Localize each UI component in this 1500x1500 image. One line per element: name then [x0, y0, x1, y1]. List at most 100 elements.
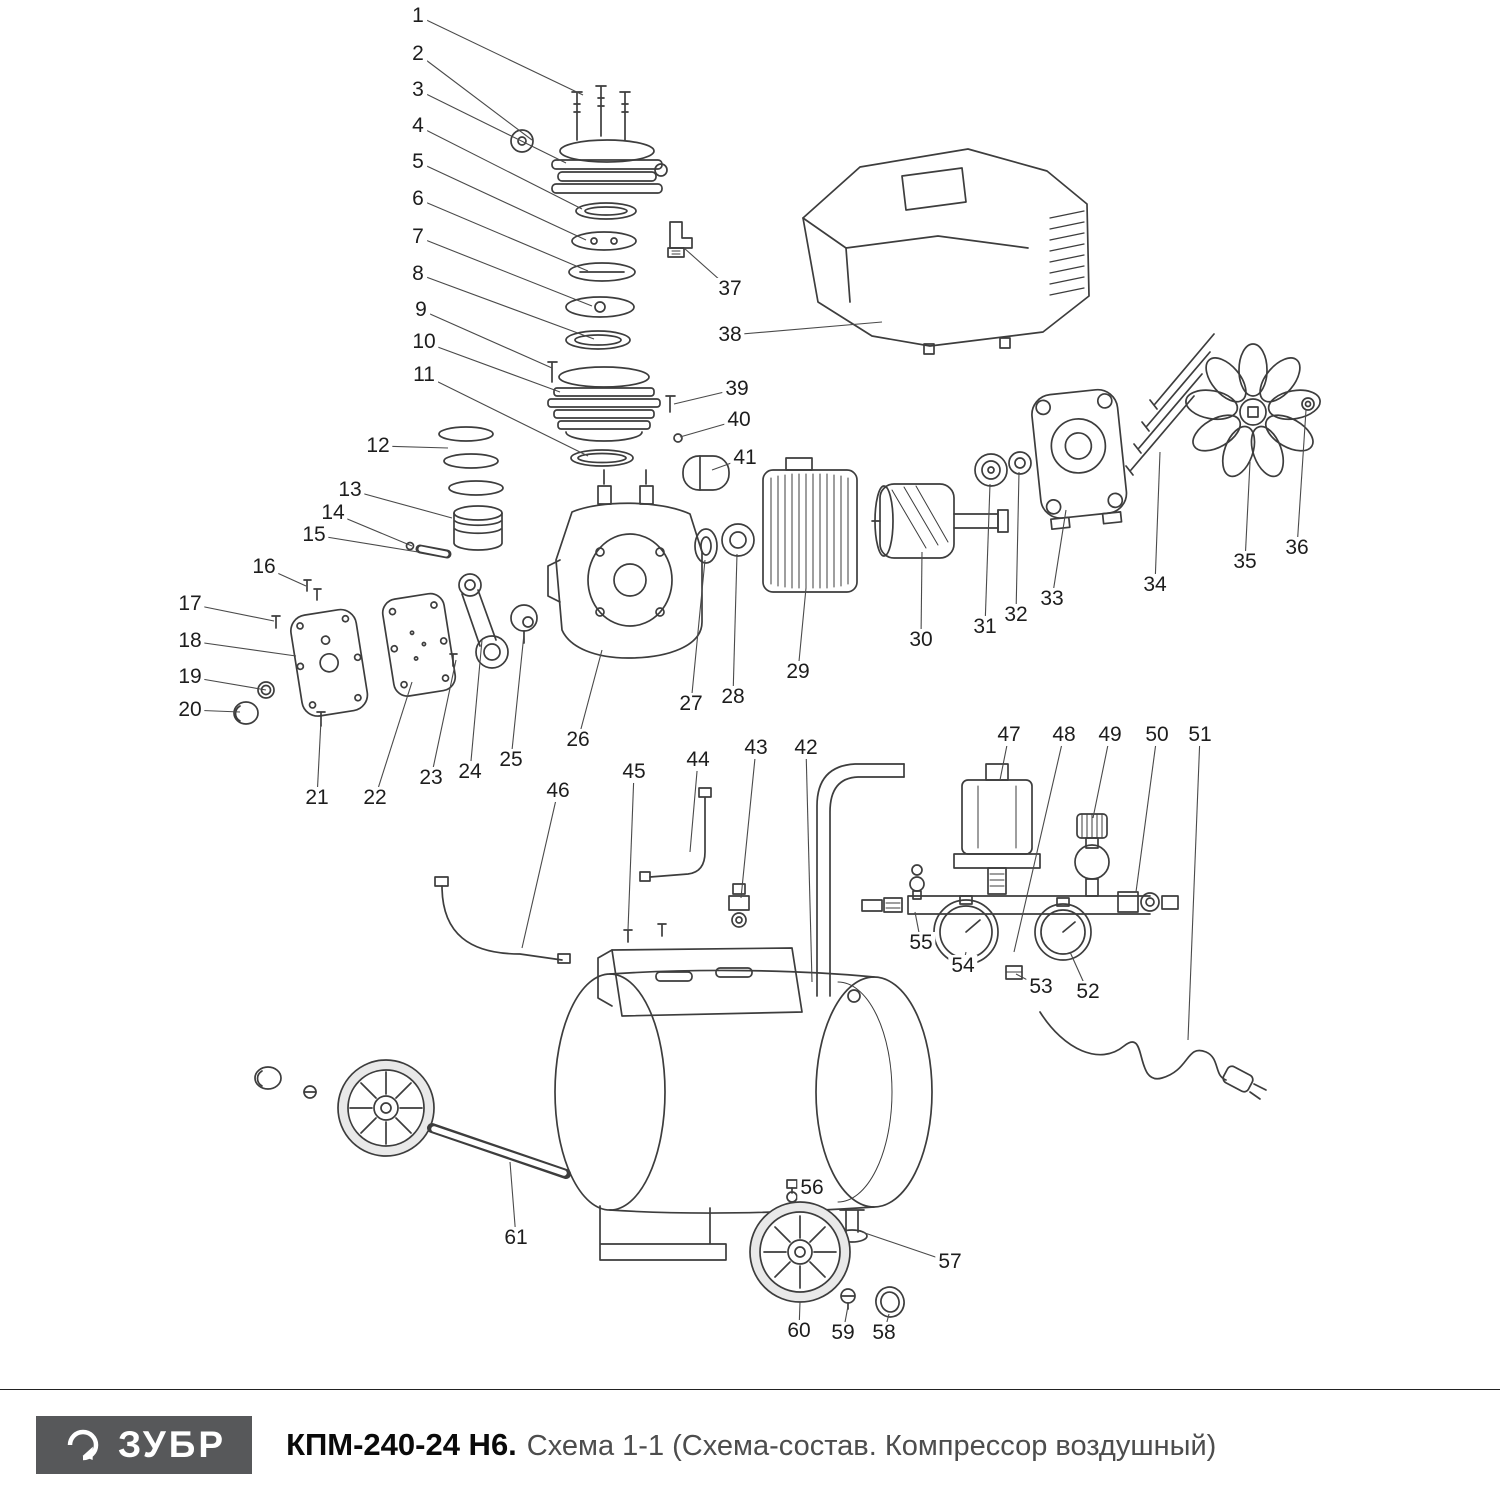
- part-number-52: 52: [1073, 980, 1103, 1004]
- drain-valve: [786, 1179, 798, 1203]
- bearing: [974, 451, 1032, 487]
- part-number-31: 31: [970, 615, 1000, 639]
- part-number-34: 34: [1140, 573, 1170, 597]
- piston-rings: [438, 426, 504, 496]
- part-number-22: 22: [360, 786, 390, 810]
- cover-gasket: [381, 592, 457, 697]
- part-number-47: 47: [994, 723, 1024, 747]
- shroud-cover: [802, 148, 1090, 355]
- part-number-1: 1: [409, 4, 427, 28]
- part-number-9: 9: [412, 298, 430, 322]
- cylinder-head: [551, 139, 668, 194]
- oil-plug-parts: [233, 681, 326, 727]
- part-number-44: 44: [683, 748, 713, 772]
- part-number-18: 18: [175, 629, 205, 653]
- model-number: КПМ-240-24 Н6.: [286, 1427, 517, 1462]
- fan-nut: [1301, 397, 1315, 411]
- motor-bolts: [1125, 333, 1215, 476]
- zubr-logo-text: ЗУБР: [118, 1424, 227, 1465]
- safety-valve: [861, 864, 925, 913]
- pressure-switch: [953, 763, 1041, 895]
- tee-fitting: [728, 883, 750, 928]
- part-number-61: 61: [501, 1226, 531, 1250]
- part-number-33: 33: [1037, 587, 1067, 611]
- part-number-58: 58: [869, 1321, 899, 1345]
- part-number-56: 56: [797, 1176, 827, 1200]
- part-number-12: 12: [363, 434, 393, 458]
- part-number-39: 39: [722, 377, 752, 401]
- part-number-35: 35: [1230, 550, 1260, 574]
- part-number-27: 27: [676, 692, 706, 716]
- valve-screw: [547, 361, 558, 383]
- part-number-50: 50: [1142, 723, 1172, 747]
- power-cord: [1039, 1011, 1267, 1100]
- end-bracket: [1031, 388, 1128, 530]
- footer: ЗУБР КПМ-240-24 Н6. Схема 1-1 (Схема-сост…: [0, 1389, 1500, 1500]
- pipe-plug: [1005, 965, 1023, 980]
- front-wheel: [254, 1059, 435, 1157]
- diagram-caption: КПМ-240-24 Н6. Схема 1-1 (Схема-состав. К…: [286, 1427, 1216, 1463]
- plate-screws: [623, 923, 667, 943]
- part-number-60: 60: [784, 1319, 814, 1343]
- part-number-32: 32: [1001, 603, 1031, 627]
- part-number-57: 57: [935, 1250, 965, 1274]
- part-number-3: 3: [409, 78, 427, 102]
- part-number-26: 26: [563, 728, 593, 752]
- part-number-8: 8: [409, 262, 427, 286]
- regulator: [1074, 813, 1110, 897]
- part-number-7: 7: [409, 225, 427, 249]
- part-number-42: 42: [791, 736, 821, 760]
- cover-screws: [271, 579, 322, 629]
- part-number-38: 38: [715, 323, 745, 347]
- part-number-55: 55: [906, 931, 936, 955]
- outlet-coupler: [1117, 891, 1179, 913]
- connecting-rod: [449, 573, 538, 669]
- cylinder: [547, 366, 661, 442]
- part-number-16: 16: [249, 555, 279, 579]
- part-number-40: 40: [724, 408, 754, 432]
- part-number-53: 53: [1026, 975, 1056, 999]
- part-number-43: 43: [741, 736, 771, 760]
- scheme-title: Схема 1-1 (Схема-состав. Компрессор возд…: [526, 1430, 1217, 1462]
- part-number-48: 48: [1049, 723, 1079, 747]
- manifold-pipe: [907, 895, 1151, 915]
- stator: [762, 457, 858, 593]
- shaft-seals: [694, 523, 755, 564]
- part-number-17: 17: [175, 592, 205, 616]
- part-number-51: 51: [1185, 723, 1215, 747]
- part-number-25: 25: [496, 748, 526, 772]
- part-number-24: 24: [455, 760, 485, 784]
- rear-wheel: [749, 1201, 905, 1318]
- part-number-5: 5: [409, 150, 427, 174]
- rotor: [871, 483, 1009, 559]
- part-number-37: 37: [715, 277, 745, 301]
- part-number-49: 49: [1095, 723, 1125, 747]
- elbow-fitting: [667, 221, 693, 258]
- part-number-14: 14: [318, 501, 348, 525]
- part-number-21: 21: [302, 786, 332, 810]
- part-number-36: 36: [1282, 536, 1312, 560]
- part-number-4: 4: [409, 114, 427, 138]
- part-number-45: 45: [619, 760, 649, 784]
- part-number-54: 54: [948, 954, 978, 978]
- part-number-41: 41: [730, 446, 760, 470]
- part-number-13: 13: [335, 478, 365, 502]
- head-gaskets: [565, 202, 637, 350]
- small-mount-parts: [665, 395, 730, 491]
- axle-rod: [427, 1123, 571, 1179]
- piston: [453, 505, 503, 551]
- part-number-30: 30: [906, 628, 936, 652]
- zubr-logo: ЗУБР: [36, 1416, 253, 1474]
- part-number-15: 15: [299, 523, 329, 547]
- part-number-10: 10: [409, 330, 439, 354]
- part-number-19: 19: [175, 665, 205, 689]
- part-number-2: 2: [409, 42, 427, 66]
- part-number-23: 23: [416, 766, 446, 790]
- head-washer: [510, 129, 534, 153]
- part-number-46: 46: [543, 779, 573, 803]
- cylinder-oring: [570, 449, 634, 467]
- crankcase-cover: [290, 608, 369, 717]
- part-number-59: 59: [828, 1321, 858, 1345]
- discharge-tube: [434, 876, 571, 964]
